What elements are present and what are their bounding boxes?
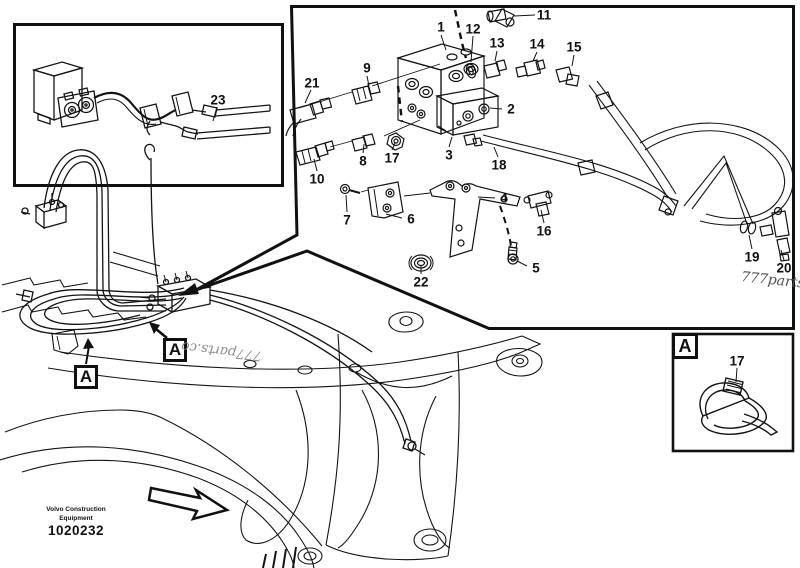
callout-5[interactable]: 5: [532, 260, 540, 276]
callout-17[interactable]: 17: [729, 353, 745, 369]
callout-22[interactable]: 22: [413, 274, 429, 290]
callout-14[interactable]: 14: [529, 36, 545, 52]
callout-11[interactable]: 11: [536, 7, 552, 23]
inset-harness-drawing: [31, 61, 271, 140]
callout-16[interactable]: 16: [536, 223, 552, 239]
callout-4[interactable]: 4: [500, 190, 508, 206]
callout-frames: [13, 5, 795, 453]
direction-arrow: [147, 486, 231, 521]
brand-name: Volvo Construction Equipment: [27, 506, 125, 524]
callout-19[interactable]: 19: [744, 249, 760, 265]
callout-7[interactable]: 7: [343, 212, 351, 228]
callout-20[interactable]: 20: [776, 260, 792, 276]
callout-23[interactable]: 23: [210, 92, 226, 108]
drawing-number: 1020232: [47, 523, 105, 538]
callout-18[interactable]: 18: [491, 157, 507, 173]
assembly-dashed-lines: [396, 9, 512, 247]
callout-3[interactable]: 3: [445, 147, 453, 163]
detail-pointers: [83, 322, 168, 365]
valve-assembly-drawing: [285, 8, 794, 272]
callout-2[interactable]: 2: [507, 101, 515, 117]
brand-line2: Equipment: [59, 514, 93, 522]
frame-hose-drawing: [15, 143, 426, 456]
callout-1[interactable]: 1: [437, 19, 445, 35]
callout-17[interactable]: 17: [384, 150, 400, 166]
callout-8[interactable]: 8: [359, 153, 367, 169]
callout-15[interactable]: 15: [566, 39, 582, 55]
callout-6[interactable]: 6: [407, 211, 415, 227]
callout-10[interactable]: 10: [309, 171, 325, 187]
clip-detail-drawing: [699, 377, 779, 436]
callout-9[interactable]: 9: [363, 60, 371, 76]
callout-12[interactable]: 12: [465, 21, 481, 37]
callout-13[interactable]: 13: [489, 35, 505, 51]
leader-lines: [212, 14, 785, 383]
callout-21[interactable]: 21: [304, 75, 320, 91]
brand-line1: Volvo Construction: [46, 506, 106, 513]
